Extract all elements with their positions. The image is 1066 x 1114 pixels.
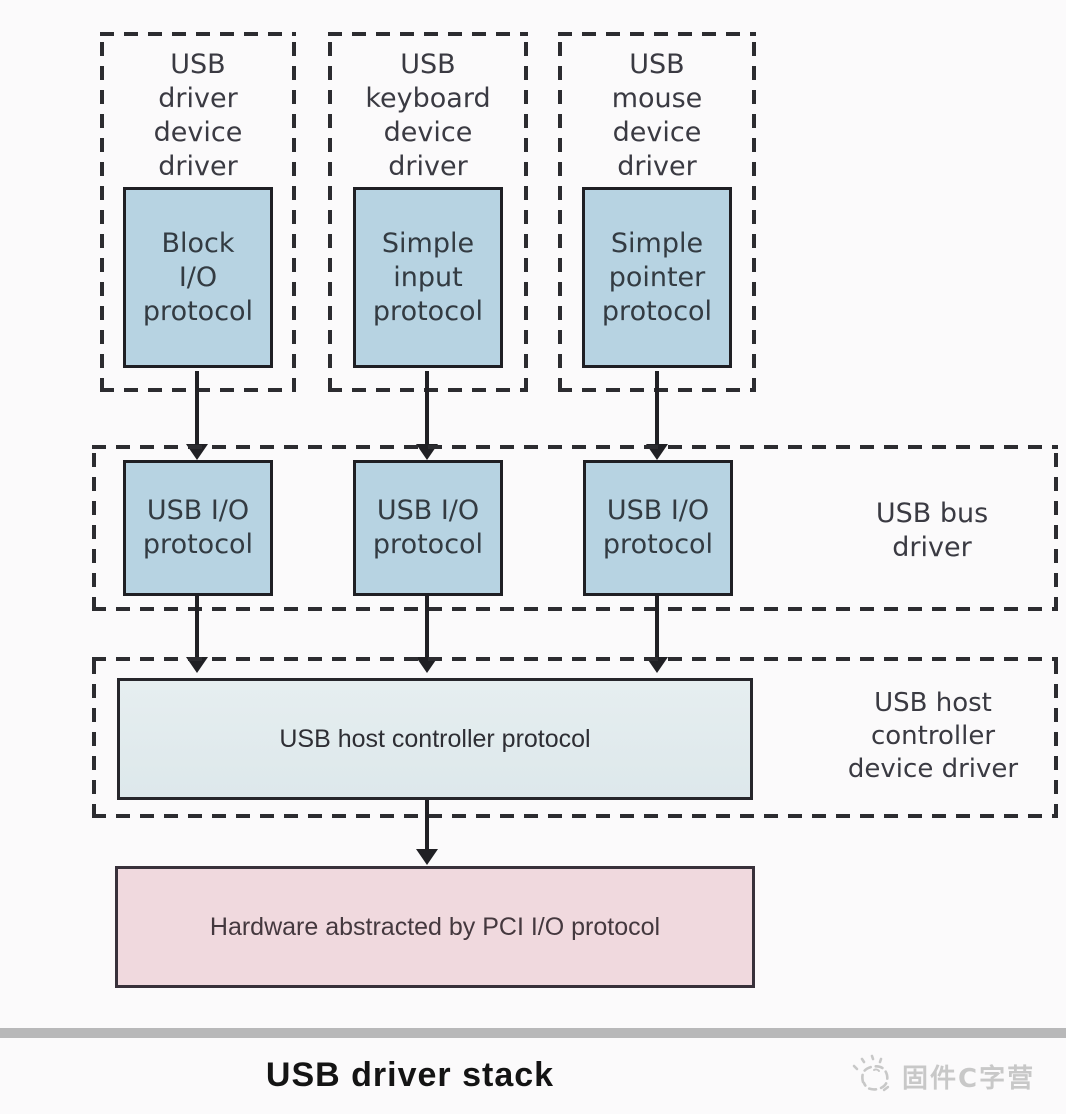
usb-mouse-device-driver-box: USB mouse device driver Simple pointer p… [558, 32, 756, 392]
usb-keyboard-device-driver-label: USB keyboard device driver [365, 49, 491, 182]
arrow-down-icon [186, 371, 208, 460]
arrow-down-icon [416, 800, 438, 865]
arrow-down-icon [186, 596, 208, 673]
brand-name: 固件C字营 [902, 1063, 1036, 1094]
usb-host-controller-protocol-box: USB host controller protocol [117, 678, 753, 800]
usb-io-protocol-box-1: USB I/O protocol [123, 460, 273, 596]
usb-bus-driver-label: USB bus driver [875, 498, 989, 563]
brand-doodle-icon [848, 1050, 894, 1102]
arrow-down-icon [646, 371, 668, 460]
simple-input-protocol-box: Simple input protocol [353, 187, 503, 368]
usb-driver-device-driver-label: USB driver device driver [153, 49, 243, 182]
diagram-caption: USB driver stack [265, 1056, 555, 1094]
usb-host-controller-device-driver-label: USB host controller device driver [847, 688, 1019, 784]
arrow-down-icon [416, 596, 438, 673]
arrow-down-icon [416, 371, 438, 460]
usb-host-controller-device-driver-box: USB host controller protocol USB host co… [92, 657, 1058, 818]
arrow-down-icon [646, 596, 668, 673]
usb-io-protocol-box-3: USB I/O protocol [583, 460, 733, 596]
usb-mouse-device-driver-label: USB mouse device driver [611, 49, 703, 182]
usb-bus-driver-box: USB I/O protocol USB I/O protocol USB I/… [92, 445, 1058, 611]
block-io-protocol-box: Block I/O protocol [123, 187, 273, 368]
simple-pointer-protocol-box: Simple pointer protocol [582, 187, 732, 368]
usb-driver-device-driver-box: USB driver device driver Block I/O proto… [100, 32, 296, 392]
usb-keyboard-device-driver-box: USB keyboard device driver Simple input … [328, 32, 528, 392]
usb-io-protocol-box-2: USB I/O protocol [353, 460, 503, 596]
divider-band [0, 1028, 1066, 1038]
brand-watermark: 固件C字营 [848, 1050, 1035, 1102]
hardware-pci-io-protocol-box: Hardware abstracted by PCI I/O protocol [115, 866, 755, 988]
